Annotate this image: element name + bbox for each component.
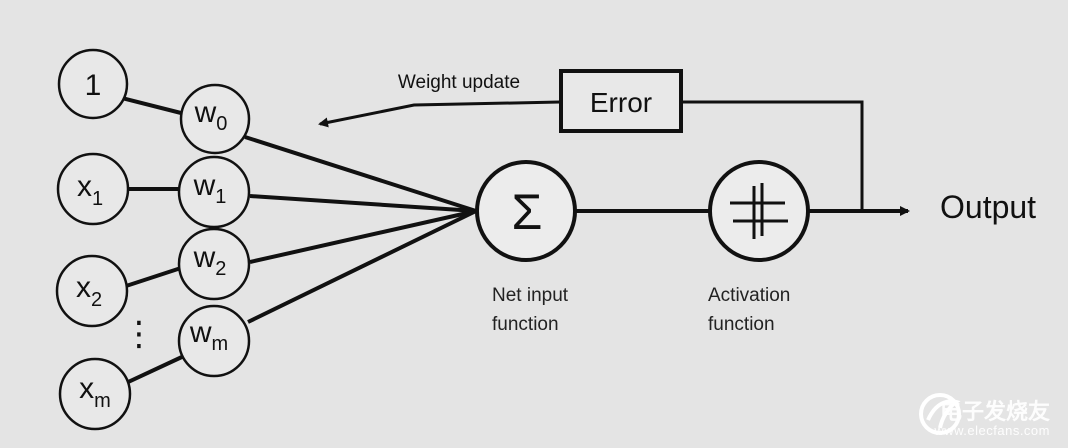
input-label-bias: 1 (85, 69, 102, 102)
input-xm-base: x (79, 372, 94, 405)
input-node-xm (58, 357, 132, 431)
net-input-caption-line2: function (492, 314, 559, 335)
output-label: Output (940, 189, 1036, 225)
weight-w1-base: w (193, 169, 216, 202)
input-x1-sub: 1 (92, 188, 103, 210)
input-node-x1 (56, 152, 130, 226)
weight-label-w1: w1 (193, 169, 227, 208)
weight-m-connector (247, 209, 477, 324)
input-label-xm: xm (79, 372, 111, 412)
weight-node-w2 (177, 227, 251, 301)
weight-node-wm (177, 304, 251, 378)
activation-caption-line1: Activation (708, 285, 791, 306)
weight-w2-sub: 2 (215, 258, 226, 280)
input-0-connector (121, 96, 186, 116)
weight-update-arrow (318, 100, 561, 128)
weight-0-connector (244, 135, 477, 213)
input-label-x2: x2 (76, 271, 102, 311)
weight-w0-base: w (194, 96, 217, 129)
net-input-caption-line1: Net input (492, 285, 569, 306)
watermark: 电子发烧友 www.elecfans.com (934, 400, 1050, 438)
weight-1-connector (249, 194, 477, 213)
error-box (559, 69, 683, 133)
net-input-node (475, 160, 577, 262)
weight-wm-base: w (189, 316, 212, 349)
input-x2-base: x (76, 271, 91, 304)
error-label: Error (590, 87, 652, 118)
weight-node-w0 (179, 83, 251, 155)
input-label-x1: x1 (77, 170, 103, 210)
net-input-caption: Net input function (492, 281, 568, 339)
weight-update-label: Weight update (398, 72, 520, 93)
watermark-url: www.elecfans.com (934, 423, 1050, 438)
sum-icon: Σ (512, 184, 543, 240)
weight-node-w1 (177, 155, 251, 229)
weight-2-connector (249, 209, 477, 264)
activation-caption: Activation function (708, 281, 790, 339)
input-xm-sub: m (94, 390, 111, 412)
ellipsis-dots: ⋮ (122, 315, 156, 353)
step-function-icon (730, 183, 788, 239)
feedback-line (682, 100, 864, 211)
input-m-connector (125, 354, 185, 385)
watermark-chinese: 电子发烧友 (939, 399, 1050, 424)
input-2-connector (125, 265, 185, 288)
input-x2-sub: 2 (91, 289, 102, 311)
activation-caption-line2: function (708, 314, 775, 335)
weight-label-wm: wm (189, 316, 228, 355)
weight-label-w2: w2 (193, 241, 227, 280)
weight-w2-base: w (193, 241, 216, 274)
weight-w1-sub: 1 (215, 186, 226, 208)
weight-label-w0: w0 (194, 96, 228, 135)
weight-wm-sub: m (212, 333, 229, 355)
activation-node (708, 160, 810, 262)
input-x1-base: x (77, 170, 92, 203)
weight-w0-sub: 0 (216, 113, 227, 135)
input-node-bias (57, 48, 129, 120)
input-node-x2 (55, 254, 129, 328)
elecfans-logo (919, 393, 961, 435)
